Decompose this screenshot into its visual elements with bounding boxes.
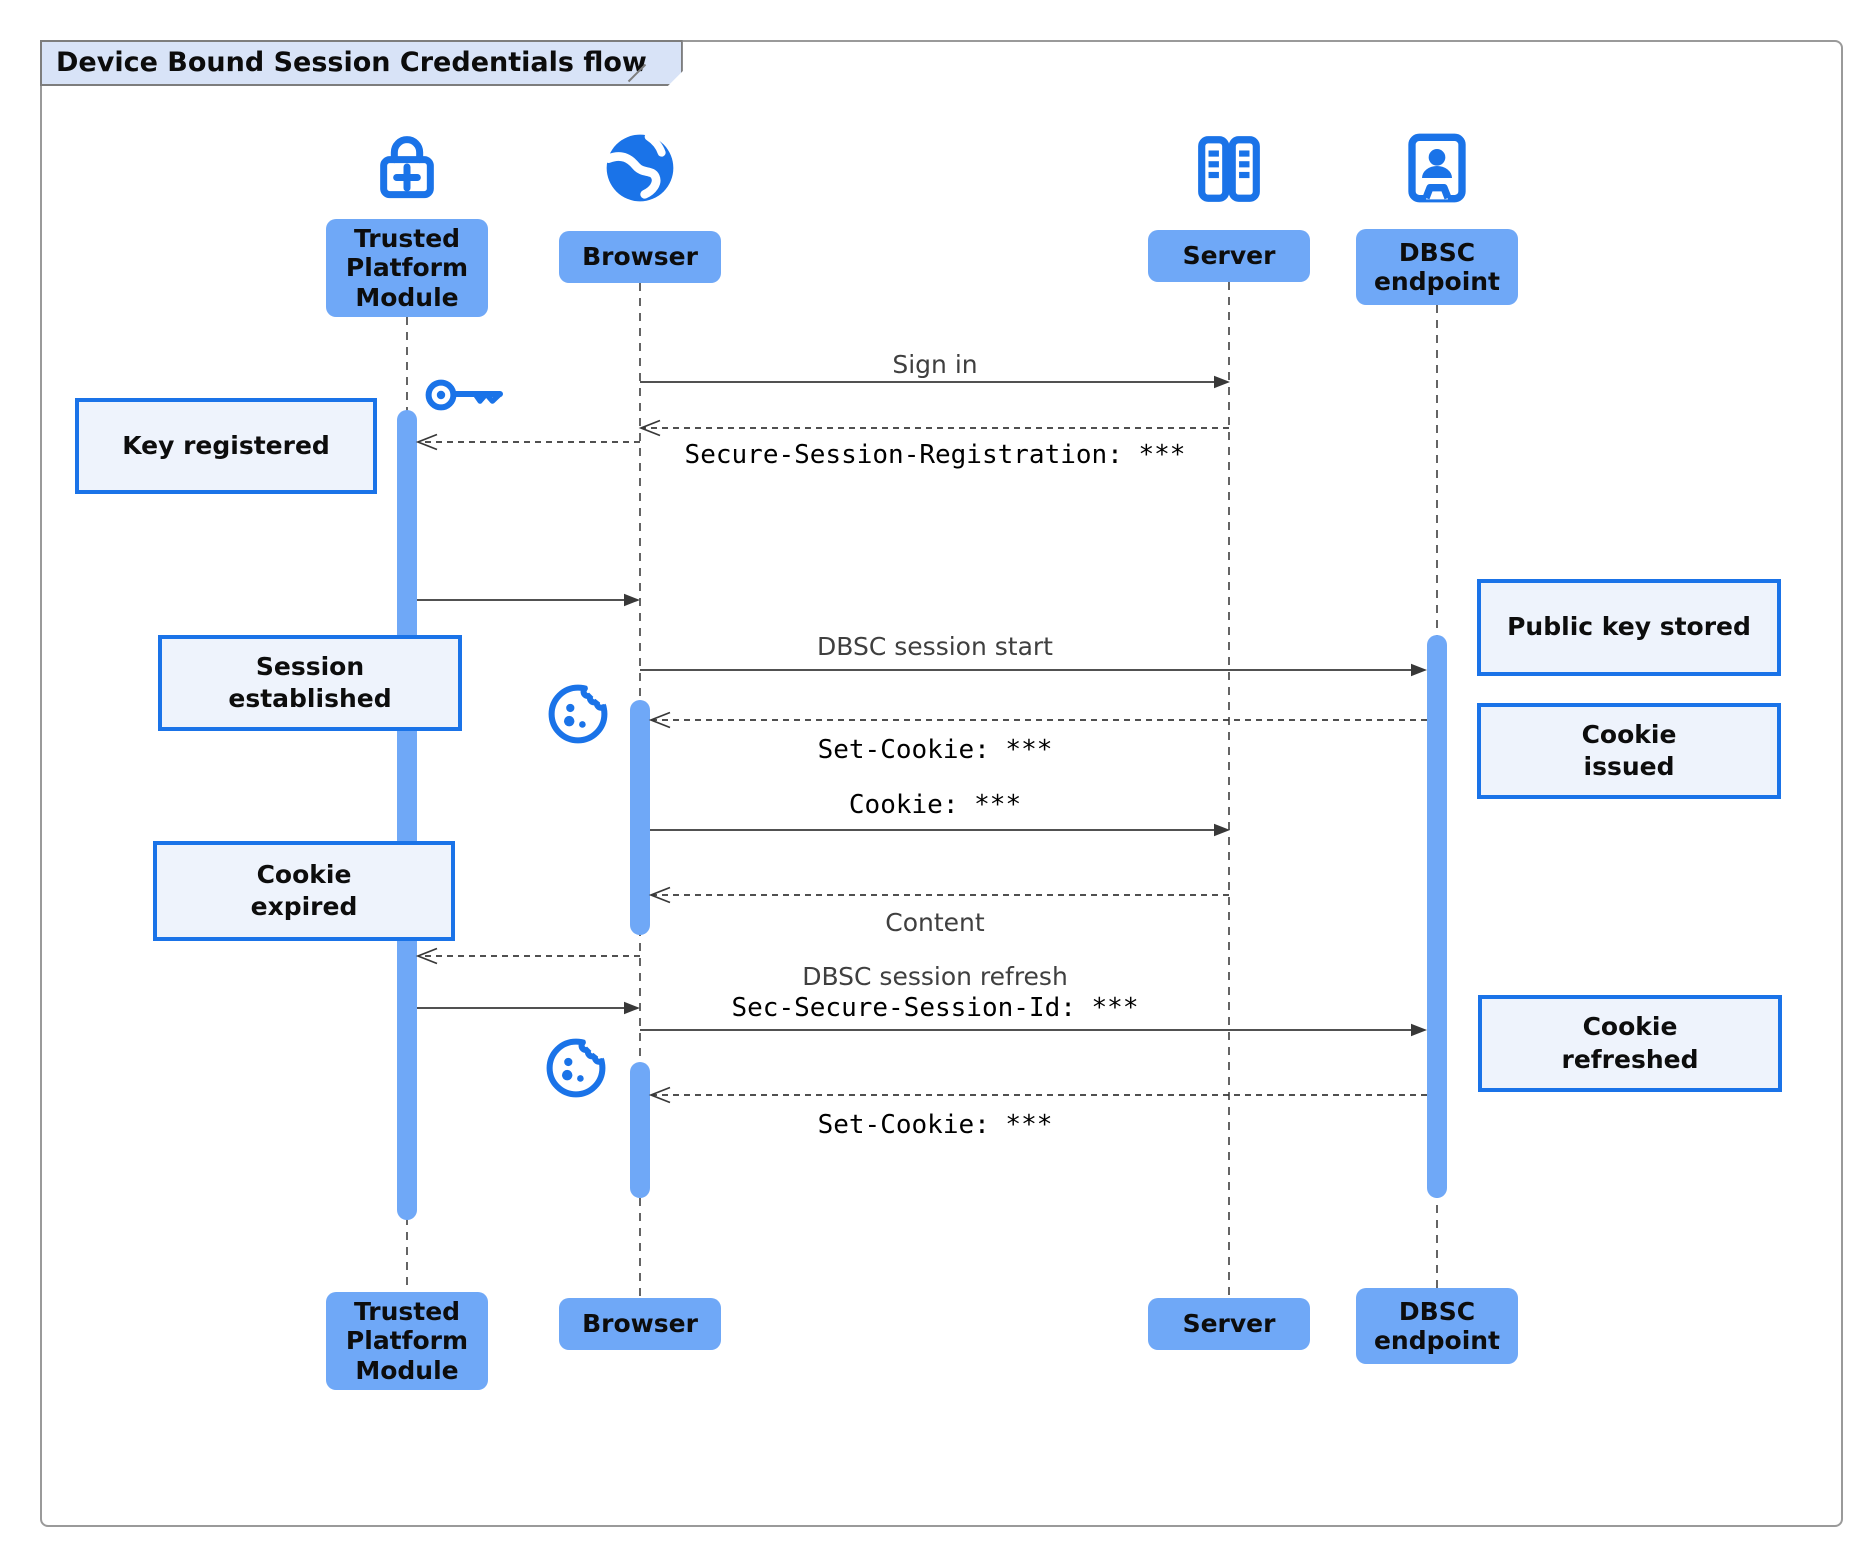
actor-bottom-dbsc: DBSC endpoint bbox=[1356, 1288, 1518, 1364]
diagram-title-text: Device Bound Session Credentials flow bbox=[56, 46, 647, 78]
tpm-activation-bar bbox=[397, 410, 417, 1220]
actor-top-tpm: Trusted Platform Module bbox=[326, 219, 488, 317]
browser-activation-bar-1 bbox=[630, 700, 650, 935]
message-arrow-tpm-to-browser-sign bbox=[417, 1001, 640, 1015]
actor-label: DBSC endpoint bbox=[1373, 1296, 1501, 1356]
note-key-registered: Key registered bbox=[75, 398, 377, 494]
server-rack-icon bbox=[1198, 136, 1260, 202]
message-label-sec-secure-session-id: Sec-Secure-Session-Id: *** bbox=[731, 993, 1139, 1023]
message-arrow-browser-to-tpm-register bbox=[415, 433, 640, 451]
note-text: Cookie refreshed bbox=[1561, 1012, 1699, 1074]
cookie-icon-2 bbox=[546, 1036, 607, 1098]
note-text: Public key stored bbox=[1507, 612, 1751, 642]
actor-label: Trusted Platform Module bbox=[345, 1296, 469, 1385]
id-kiosk-icon bbox=[1408, 133, 1466, 203]
actor-bottom-server: Server bbox=[1148, 1298, 1310, 1350]
lock-plus-icon bbox=[380, 136, 434, 199]
message-arrow-set-cookie-2 bbox=[648, 1086, 1427, 1104]
note-text: Key registered bbox=[122, 430, 330, 460]
actor-label: DBSC endpoint bbox=[1373, 237, 1501, 297]
actor-label: Server bbox=[1182, 1309, 1276, 1339]
note-text: Cookie issued bbox=[1581, 719, 1677, 782]
message-arrow-set-cookie-1 bbox=[648, 711, 1427, 729]
message-label-dbsc-session-start: DBSC session start bbox=[817, 632, 1053, 661]
key-icon bbox=[425, 379, 503, 411]
actor-label: Server bbox=[1182, 241, 1276, 271]
actor-label: Browser bbox=[582, 242, 698, 272]
message-label-dbsc-session-refresh: DBSC session refresh bbox=[802, 962, 1068, 991]
message-label-cookie: Cookie: *** bbox=[848, 790, 1022, 820]
actor-bottom-browser: Browser bbox=[559, 1298, 721, 1350]
actor-top-dbsc: DBSC endpoint bbox=[1356, 229, 1518, 305]
message-arrow-dbsc-session-refresh bbox=[640, 1023, 1427, 1037]
actor-bottom-tpm: Trusted Platform Module bbox=[326, 1292, 488, 1390]
message-arrow-tpm-to-browser-key bbox=[417, 593, 640, 607]
note-public-key-stored: Public key stored bbox=[1477, 579, 1781, 676]
dbsc-activation-bar bbox=[1427, 635, 1447, 1198]
message-label-set-cookie-1: Set-Cookie: *** bbox=[817, 735, 1053, 765]
actor-label: Browser bbox=[582, 1309, 698, 1339]
diagram-title: Device Bound Session Credentials flow bbox=[40, 40, 683, 86]
message-label-sign-in: Sign in bbox=[892, 350, 978, 379]
note-cookie-issued: Cookie issued bbox=[1477, 703, 1781, 799]
browser-activation-bar-2 bbox=[630, 1062, 650, 1198]
message-label-secure-session-registration: Secure-Session-Registration: *** bbox=[684, 440, 1186, 470]
message-arrow-dbsc-session-start bbox=[640, 663, 1427, 677]
actor-top-server: Server bbox=[1148, 230, 1310, 282]
actor-label: Trusted Platform Module bbox=[345, 223, 469, 312]
message-label-content: Content bbox=[885, 908, 985, 937]
message-label-set-cookie-2: Set-Cookie: *** bbox=[817, 1110, 1053, 1140]
globe-icon bbox=[604, 132, 674, 202]
note-session-established: Session established bbox=[158, 635, 462, 731]
cookie-icon-1 bbox=[548, 682, 609, 744]
message-arrow-browser-to-tpm-expired bbox=[415, 947, 640, 965]
message-arrow-sign-in bbox=[640, 375, 1230, 389]
note-text: Session established bbox=[228, 651, 392, 714]
message-arrow-cookie bbox=[650, 823, 1230, 837]
message-arrow-secure-session-registration bbox=[638, 419, 1229, 437]
actor-top-browser: Browser bbox=[559, 231, 721, 283]
message-arrow-content bbox=[648, 886, 1229, 904]
note-cookie-refreshed: Cookie refreshed bbox=[1478, 995, 1782, 1092]
note-text: Cookie expired bbox=[250, 859, 358, 922]
note-cookie-expired: Cookie expired bbox=[153, 841, 455, 941]
